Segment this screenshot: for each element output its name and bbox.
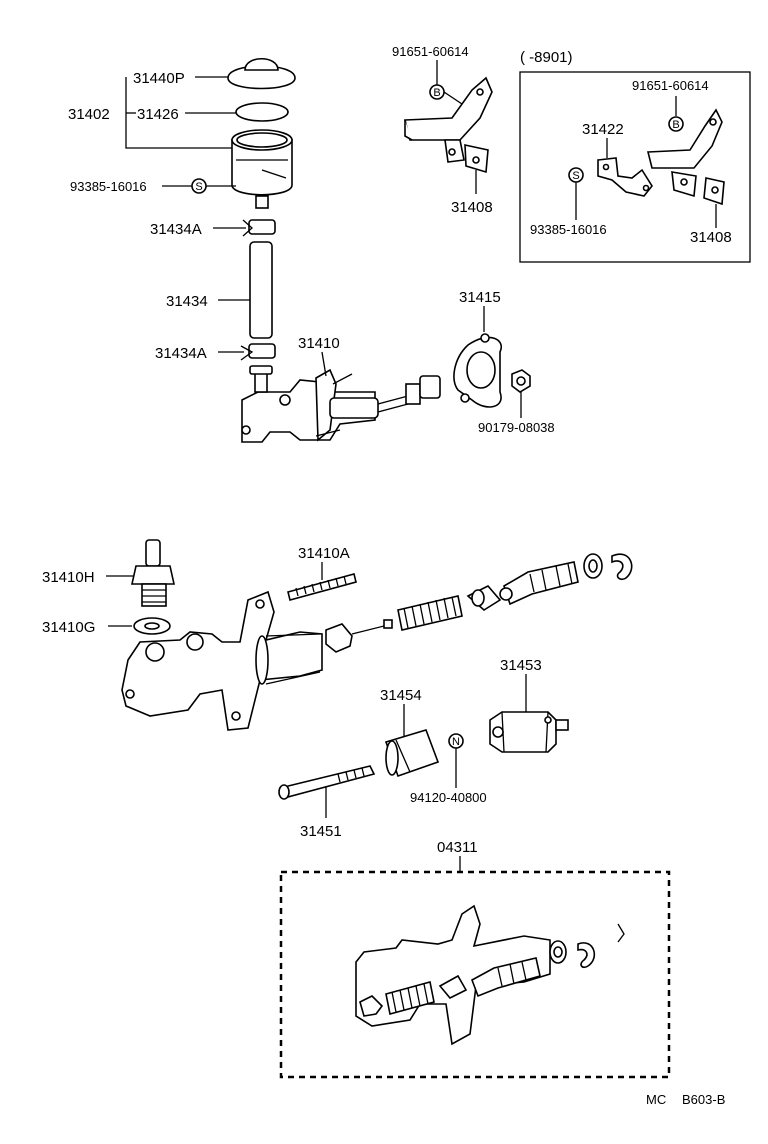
washer-31410G [133,617,171,635]
label-31410H: 31410H [42,569,95,586]
gasket-31415 [453,333,503,408]
bracket-31422 [597,157,653,197]
hose-clamp-31434A-top [242,219,276,237]
label-31422: 31422 [582,121,624,138]
s-symbol-b: S [568,167,584,183]
union-bolt-31410H [131,539,175,607]
label-31434A-top: 31434A [150,221,202,238]
bracket-31408-a [403,76,493,174]
label-93385-16016-b: 93385-16016 [530,222,607,237]
nut-90179-08038 [511,369,531,393]
stud-31410A [287,573,357,601]
b-symbol-a: B [429,84,445,100]
leader-31410 [321,351,327,377]
clevis-31453 [489,711,569,753]
hose-31434 [249,241,273,339]
s-symbol-a: S [191,178,207,194]
label-31410A: 31410A [298,545,350,562]
label-91651-60614-a: 91651-60614 [392,44,469,59]
label-31451: 31451 [300,823,342,840]
label-93385-16016-a: 93385-16016 [70,179,147,194]
label-94120-40800: 94120-40800 [410,790,487,805]
label-31434: 31434 [166,293,208,310]
leader-lines-top-left [125,76,250,353]
push-rod-31451 [278,765,376,800]
label-91651-60614-b: 91651-60614 [632,78,709,93]
bracket-31408-b [646,108,725,206]
svg-text:B: B [672,119,679,131]
svg-text:B: B [433,87,440,99]
label-04311: 04311 [437,839,478,856]
label-31408-b: 31408 [690,229,732,246]
svg-text:N: N [452,736,460,748]
clutch-master-cylinder-31410 [241,365,441,443]
gasket-31426 [235,102,289,122]
spring-retainer [325,619,393,653]
label-90179-08038: 90179-08038 [478,420,555,435]
spring-seat [466,585,502,611]
b-symbol-b: B [668,116,684,132]
boot-31454 [384,729,440,778]
n-symbol: N [448,733,464,749]
kit-dashed-box [279,870,671,1079]
label-31426: 31426 [137,106,179,123]
label-31410: 31410 [298,335,340,352]
label-31415: 31415 [459,289,501,306]
piston [499,561,579,606]
kit-spring-seat [438,974,468,999]
inset-range-label: ( -8901) [520,49,573,66]
label-31453: 31453 [500,657,542,674]
svg-text:S: S [572,170,579,182]
kit-seal-spring [359,981,435,1017]
snap-rings [583,553,633,581]
label-31410G: 31410G [42,619,95,636]
label-31454: 31454 [380,687,422,704]
label-31440P: 31440P [133,70,185,87]
return-spring [397,595,463,631]
reservoir-cap-31440P [227,57,296,90]
hose-clamp-31434A-bottom [240,343,276,361]
kit-snap-rings [549,923,625,969]
cylinder-body [121,590,323,731]
label-31402: 31402 [68,106,110,123]
reservoir-31402 [231,129,293,209]
label-31434A-bottom: 31434A [155,345,207,362]
leader-bolt-a [443,91,463,105]
inset-box [519,71,751,263]
kit-piston [471,957,541,998]
svg-text:S: S [195,181,202,193]
label-31408-a: 31408 [451,199,493,216]
footer-code: B603-B [682,1092,725,1107]
footer-mc: MC [646,1092,666,1107]
